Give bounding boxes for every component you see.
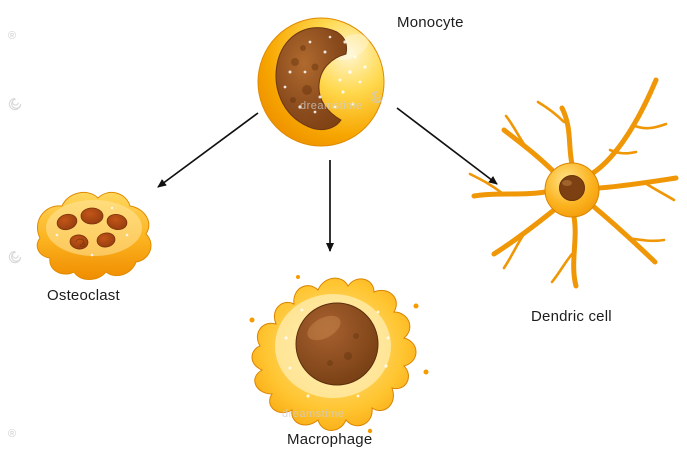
monocyte-cell-illustration [257,17,385,147]
macrophage-speckles [284,308,390,398]
dendritic-nucleus-highlight [562,180,572,186]
watermark-spiral-icon [370,90,384,104]
dendritic-cell-illustration [468,77,679,289]
osteoclast-nucleus-swirl [75,238,86,248]
macrophage-satellite-dots [249,275,429,434]
watermark-brand-text: dreamstime [300,100,363,112]
dendritic-tendrils [468,77,679,289]
monocyte-speckles [283,35,367,114]
macrophage-nucleus-highlight [307,315,341,341]
arrow-monocyte-to-osteoclast [157,112,259,188]
macrophage-nucleus-spots [327,333,359,366]
macrophage-nucleus [295,302,379,386]
osteoclast-speckles [55,206,129,257]
osteoclast-label: Osteoclast [47,287,120,304]
monocyte-nucleus-spots [290,45,319,103]
watermark-registered-symbol: ® [8,428,17,440]
watermark-brand-text: dreamstime [282,408,345,420]
macrophage-cell-illustration [249,275,429,434]
osteoclast-cell-illustration [36,191,152,280]
monocyte-label: Monocyte [397,14,464,31]
macrophage-label: Macrophage [287,431,373,448]
dendritic-label: Dendric cell [531,308,612,325]
monocyte-nucleus [275,27,348,131]
watermark-spiral-icon [8,250,22,264]
osteoclast-nuclei [56,207,128,250]
watermark-registered-symbol: ® [8,30,17,42]
dendritic-nucleus [559,175,585,201]
watermark-spiral-icon [8,97,22,111]
